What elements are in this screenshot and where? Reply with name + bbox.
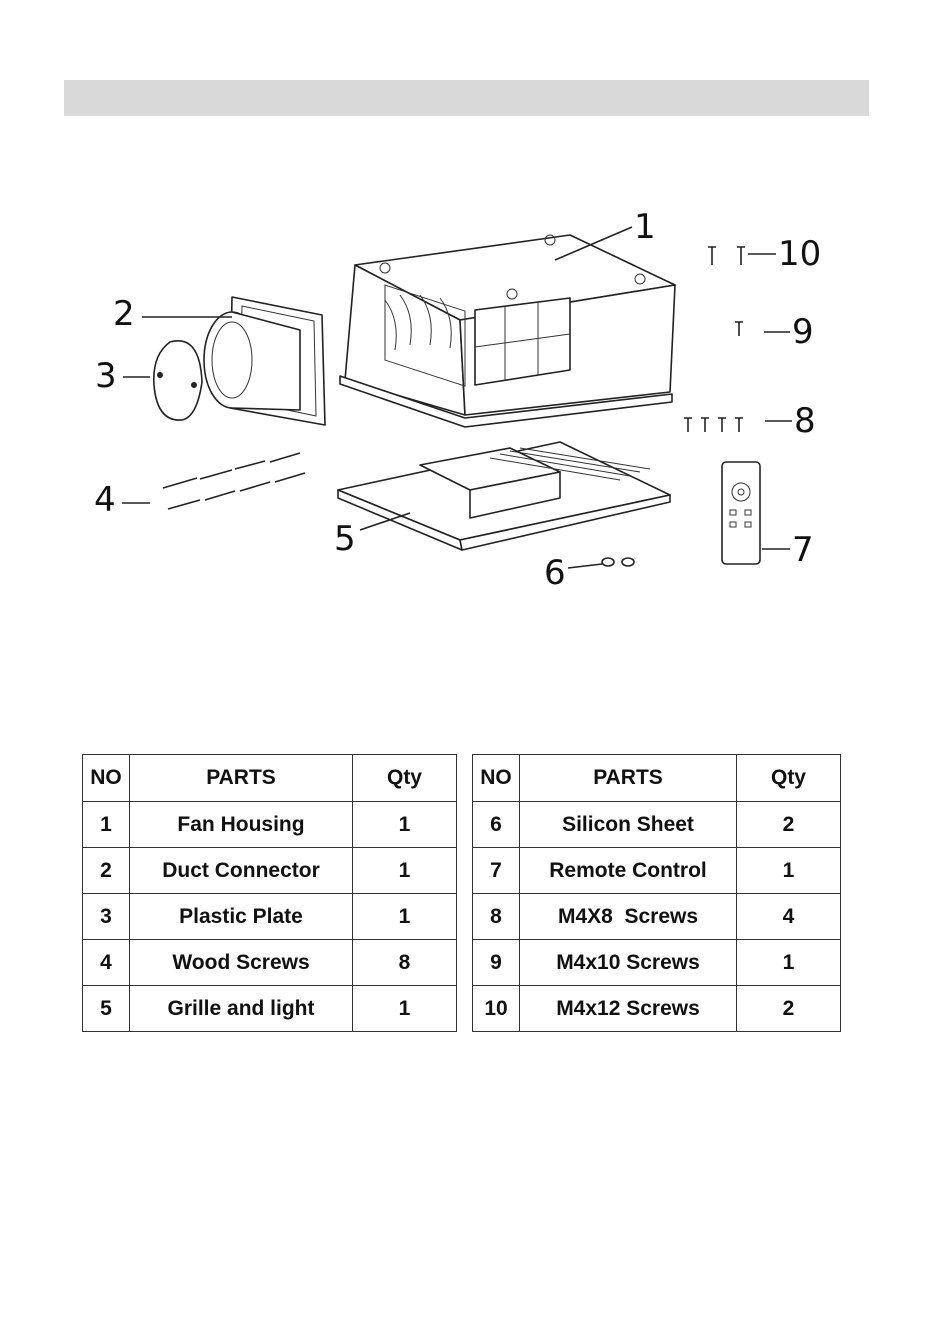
exploded-parts-diagram: 1 2 3 4 5 6 7 8 9 10 <box>0 180 932 610</box>
screws-drawing <box>684 247 745 432</box>
fan-housing-drawing <box>340 235 675 427</box>
parts-table-right: NO PARTS Qty 6 Silicon Sheet 2 7 Remote … <box>472 754 841 1032</box>
cell-part: Plastic Plate <box>130 894 353 940</box>
cell-qty: 1 <box>353 894 457 940</box>
cell-no: 9 <box>473 940 520 986</box>
callout-3: 3 <box>95 356 117 396</box>
cell-no: 3 <box>83 894 130 940</box>
callout-1: 1 <box>634 207 656 247</box>
remote-control-drawing <box>722 462 760 564</box>
cell-qty: 1 <box>737 940 841 986</box>
callout-7: 7 <box>792 530 814 570</box>
parts-table-left: NO PARTS Qty 1 Fan Housing 1 2 Duct Conn… <box>82 754 457 1032</box>
table-row: 1 Fan Housing 1 <box>83 802 457 848</box>
cell-part: Fan Housing <box>130 802 353 848</box>
cell-part: Grille and light <box>130 986 353 1032</box>
table-row: 10 M4x12 Screws 2 <box>473 986 841 1032</box>
table-row: 2 Duct Connector 1 <box>83 848 457 894</box>
cell-part: M4x12 Screws <box>520 986 737 1032</box>
cell-qty: 1 <box>353 986 457 1032</box>
header-qty: Qty <box>737 755 841 802</box>
grille-drawing <box>338 442 670 550</box>
table-row: 7 Remote Control 1 <box>473 848 841 894</box>
callout-9: 9 <box>792 312 814 352</box>
header-parts: PARTS <box>520 755 737 802</box>
cell-no: 4 <box>83 940 130 986</box>
wood-screws-drawing <box>163 453 305 509</box>
table-header-row: NO PARTS Qty <box>473 755 841 802</box>
callout-10: 10 <box>778 234 821 274</box>
cell-part: Silicon Sheet <box>520 802 737 848</box>
table-row: 9 M4x10 Screws 1 <box>473 940 841 986</box>
table-row: 6 Silicon Sheet 2 <box>473 802 841 848</box>
callout-6: 6 <box>544 553 566 593</box>
cell-no: 10 <box>473 986 520 1032</box>
cell-part: M4x10 Screws <box>520 940 737 986</box>
table-row: 5 Grille and light 1 <box>83 986 457 1032</box>
header-parts: PARTS <box>130 755 353 802</box>
cell-part: Wood Screws <box>130 940 353 986</box>
table-row: 4 Wood Screws 8 <box>83 940 457 986</box>
header-no: NO <box>83 755 130 802</box>
cell-no: 7 <box>473 848 520 894</box>
table-header-row: NO PARTS Qty <box>83 755 457 802</box>
cell-part: Duct Connector <box>130 848 353 894</box>
cell-no: 8 <box>473 894 520 940</box>
cell-qty: 1 <box>737 848 841 894</box>
cell-no: 5 <box>83 986 130 1032</box>
cell-qty: 8 <box>353 940 457 986</box>
section-header-bar <box>64 80 869 116</box>
header-qty: Qty <box>353 755 457 802</box>
cell-no: 6 <box>473 802 520 848</box>
callout-2: 2 <box>113 294 135 334</box>
cell-qty: 2 <box>737 802 841 848</box>
silicon-sheet-drawing <box>602 558 634 566</box>
cell-qty: 4 <box>737 894 841 940</box>
table-row: 8 M4X8 Screws 4 <box>473 894 841 940</box>
cell-part: M4X8 Screws <box>520 894 737 940</box>
header-no: NO <box>473 755 520 802</box>
cell-qty: 1 <box>353 802 457 848</box>
callout-4: 4 <box>94 480 116 520</box>
cell-part: Remote Control <box>520 848 737 894</box>
callout-8: 8 <box>794 401 816 441</box>
callout-5: 5 <box>334 519 356 559</box>
cell-no: 2 <box>83 848 130 894</box>
table-row: 3 Plastic Plate 1 <box>83 894 457 940</box>
cell-qty: 1 <box>353 848 457 894</box>
cell-no: 1 <box>83 802 130 848</box>
plastic-plate-drawing <box>154 341 202 420</box>
cell-qty: 2 <box>737 986 841 1032</box>
